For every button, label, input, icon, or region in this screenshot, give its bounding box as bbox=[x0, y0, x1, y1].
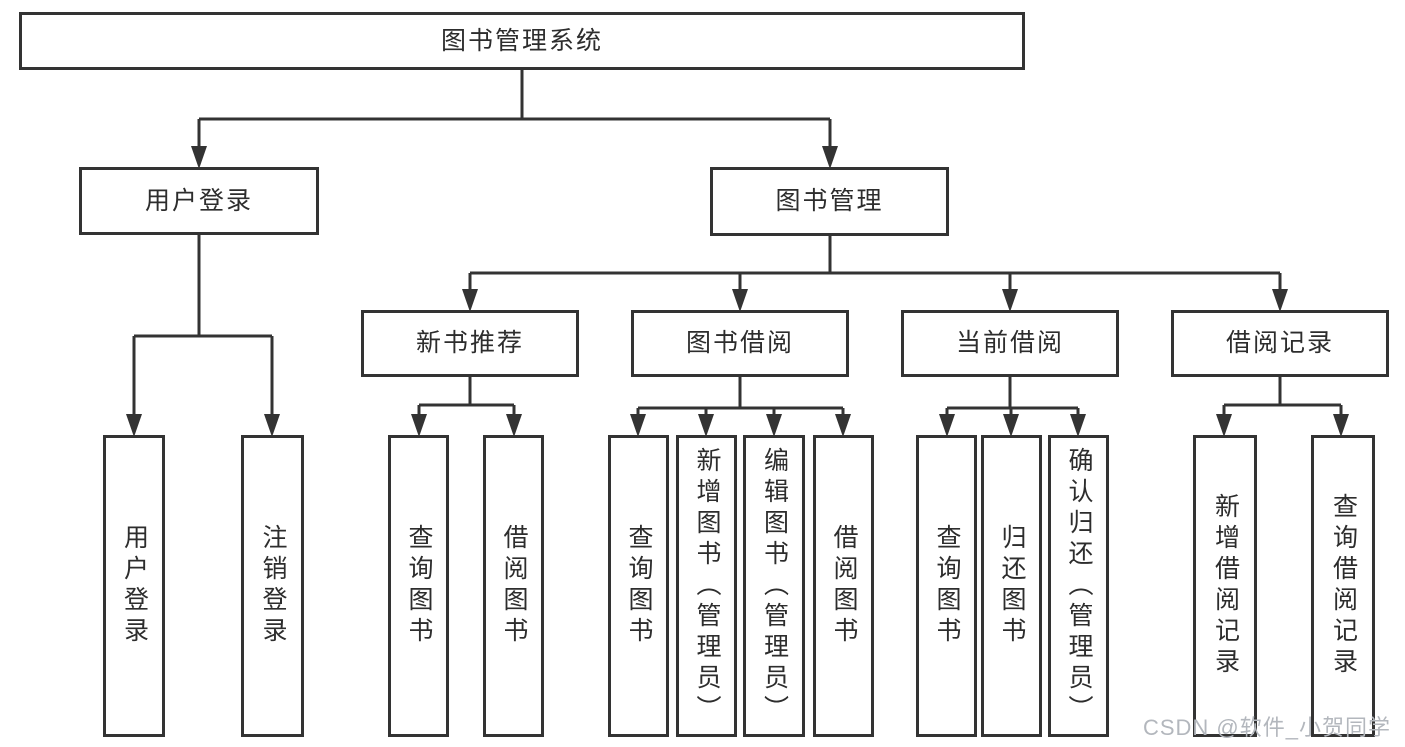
leaf-label: 用户登录 bbox=[120, 524, 149, 648]
leaf-confirm-return-admin: 确认归还（管理员） bbox=[1048, 435, 1109, 737]
leaf-label: 查询借阅记录 bbox=[1329, 493, 1358, 679]
leaf-label: 查询图书 bbox=[405, 524, 433, 648]
leaf-label: 借阅图书 bbox=[830, 524, 858, 648]
node-label: 用户登录 bbox=[144, 186, 253, 215]
leaf-borrow-books-recommend: 借阅图书 bbox=[483, 435, 544, 737]
leaf-label: 借阅图书 bbox=[500, 524, 528, 648]
node-book-borrowing: 图书借阅 bbox=[631, 310, 849, 377]
leaf-label: 新增借阅记录 bbox=[1211, 493, 1240, 679]
leaf-label: 查询图书 bbox=[625, 524, 653, 648]
leaf-label: 新增图书（管理员） bbox=[693, 446, 721, 726]
node-new-book-recommendation: 新书推荐 bbox=[361, 310, 579, 377]
node-user-login: 用户登录 bbox=[79, 167, 319, 235]
leaf-return-books: 归还图书 bbox=[981, 435, 1042, 737]
leaf-edit-books-admin: 编辑图书（管理员） bbox=[743, 435, 805, 737]
node-label: 新书推荐 bbox=[415, 329, 524, 357]
leaf-add-borrow-record: 新增借阅记录 bbox=[1193, 435, 1257, 737]
node-book-management: 图书管理 bbox=[710, 167, 949, 236]
leaf-borrow-books-borrowing: 借阅图书 bbox=[813, 435, 874, 737]
arrowheads bbox=[126, 146, 1349, 437]
connector-segments bbox=[132, 68, 1343, 416]
csdn-watermark: CSDN @软件_小贺同学 bbox=[1142, 715, 1391, 740]
leaf-label: 确认归还（管理员） bbox=[1065, 446, 1093, 726]
leaf-query-books-current: 查询图书 bbox=[916, 435, 977, 737]
node-library-management-system: 图书管理系统 bbox=[19, 12, 1025, 70]
leaf-query-books-borrowing: 查询图书 bbox=[608, 435, 669, 737]
leaf-user-login: 用户登录 bbox=[103, 435, 165, 737]
node-label: 图书管理 bbox=[775, 187, 884, 215]
node-label: 当前借阅 bbox=[955, 329, 1064, 357]
leaf-logout: 注销登录 bbox=[241, 435, 304, 737]
leaf-label: 归还图书 bbox=[998, 524, 1026, 648]
leaf-label: 编辑图书（管理员） bbox=[760, 446, 789, 726]
leaf-label: 注销登录 bbox=[259, 524, 287, 648]
leaf-query-books-recommend: 查询图书 bbox=[388, 435, 449, 737]
node-label: 图书管理系统 bbox=[440, 26, 603, 55]
leaf-add-books-admin: 新增图书（管理员） bbox=[676, 435, 737, 737]
leaf-query-borrow-record: 查询借阅记录 bbox=[1311, 435, 1375, 737]
node-label: 图书借阅 bbox=[685, 329, 794, 357]
leaf-label: 查询图书 bbox=[933, 524, 961, 648]
node-borrowing-records: 借阅记录 bbox=[1171, 310, 1389, 377]
node-current-borrowing: 当前借阅 bbox=[901, 310, 1119, 377]
node-label: 借阅记录 bbox=[1225, 329, 1334, 357]
